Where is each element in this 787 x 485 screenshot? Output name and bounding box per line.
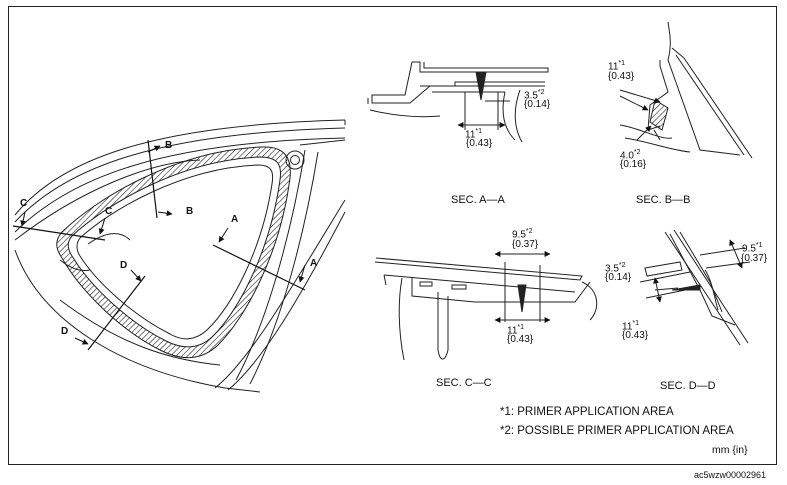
legend-note-1: *1: PRIMER APPLICATION AREA	[500, 406, 674, 418]
dd-dim-95: 9.5*1	[742, 242, 763, 255]
legend-units: mm {in}	[712, 444, 748, 456]
aa-dim-11: 11*1	[465, 128, 483, 141]
bb-dim-11: 11*1	[608, 60, 626, 73]
bb-dim-11-in: {0.43}	[608, 71, 635, 82]
cut-label-d-low: D	[61, 326, 69, 337]
section-dd-drawing	[639, 229, 751, 346]
cc-dim-11-in: {0.43}	[507, 334, 534, 345]
cut-label-a-low: A	[310, 258, 318, 269]
bb-dim-40-in: {0.16}	[620, 159, 647, 170]
cut-label-b-top: B	[165, 140, 173, 151]
cut-label-d-mid: D	[120, 260, 128, 271]
section-title-cc: SEC. C—C	[436, 377, 492, 389]
cc-dim-95-in: {0.37}	[512, 239, 539, 250]
dd-dim-35-in: {0.14}	[605, 272, 632, 283]
section-title-dd: SEC. D—D	[660, 380, 716, 392]
section-bb-drawing	[619, 21, 753, 159]
cc-dim-95: 9.5*2	[512, 228, 533, 241]
section-aa-drawing	[367, 61, 549, 143]
legend-note-2: *2: POSSIBLE PRIMER APPLICATION AREA	[500, 425, 734, 437]
dd-dim-95-in: {0.37}	[741, 253, 768, 264]
aa-dim-35-in: {0.14}	[524, 99, 551, 110]
aa-dim-35: 3.5*2	[524, 89, 545, 102]
cc-dim-11: 11*1	[507, 324, 525, 337]
diagram-frame	[8, 6, 777, 465]
section-title-bb: SEC. B—B	[636, 194, 691, 206]
dd-dim-11: 11*1	[622, 320, 640, 333]
quarter-window-view	[12, 119, 346, 393]
cut-label-a-mid: A	[231, 214, 239, 225]
dd-dim-11-in: {0.43}	[622, 330, 649, 341]
figure-code: ac5wzw00002961	[694, 470, 767, 480]
cut-label-c-left: C	[20, 198, 28, 209]
aa-dim-11-in: {0.43}	[466, 138, 493, 149]
section-title-aa: SEC. A—A	[451, 194, 505, 206]
section-cc-drawing	[374, 251, 598, 361]
cut-label-b-mid: B	[186, 206, 194, 217]
cut-label-c-mid: C	[105, 206, 113, 217]
bb-dim-40: 4.0*2	[620, 149, 641, 162]
dd-dim-35: 3.5*2	[605, 262, 626, 275]
